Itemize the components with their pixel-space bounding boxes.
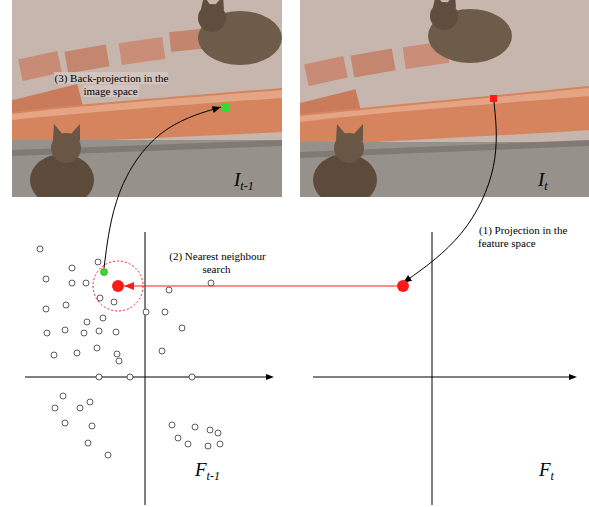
axis bbox=[145, 232, 146, 505]
feature-point bbox=[83, 280, 89, 286]
feature-point bbox=[85, 440, 91, 446]
symbol-letter: I bbox=[538, 169, 544, 190]
feature-point bbox=[162, 309, 168, 315]
feature-point bbox=[192, 424, 198, 430]
feature-point bbox=[69, 265, 75, 271]
feature-point bbox=[96, 374, 102, 380]
connector-arrow bbox=[403, 102, 496, 283]
green-point bbox=[222, 103, 230, 111]
feature-point bbox=[116, 358, 122, 364]
feature-point bbox=[60, 393, 66, 399]
subscript: t-1 bbox=[240, 179, 253, 193]
feature-point bbox=[37, 246, 43, 252]
feature-point bbox=[207, 427, 213, 433]
subscript: t-1 bbox=[207, 469, 220, 483]
subscript: t bbox=[544, 179, 547, 193]
feature-points bbox=[37, 246, 223, 458]
step-label-text: (1) Projection in the feature space bbox=[478, 224, 567, 249]
feature-point bbox=[43, 306, 49, 312]
feature-point bbox=[94, 345, 100, 351]
step-label-text: (2) Nearest neighbour search bbox=[168, 250, 266, 275]
feature-point bbox=[143, 309, 149, 315]
feature-point bbox=[217, 441, 223, 447]
feature-point bbox=[105, 452, 111, 458]
feature-point bbox=[96, 328, 102, 334]
image-panel: It bbox=[300, 0, 589, 197]
axis-arrowhead bbox=[569, 374, 577, 380]
panel-label: It bbox=[538, 170, 548, 192]
query-match-point bbox=[112, 280, 124, 292]
feature-point bbox=[215, 430, 221, 436]
step-label: (2) Nearest neighbour search bbox=[160, 250, 274, 276]
feature-point bbox=[185, 441, 191, 447]
feature-point bbox=[87, 399, 93, 405]
feature-point bbox=[179, 325, 185, 331]
connector-arrow bbox=[124, 286, 397, 287]
axis-arrowhead bbox=[266, 374, 274, 380]
feature-point bbox=[166, 287, 172, 293]
feature-point bbox=[100, 315, 106, 321]
panel-label: It-1 bbox=[234, 170, 254, 192]
axes bbox=[25, 232, 571, 505]
feature-point bbox=[69, 280, 75, 286]
panel-label: Ft-1 bbox=[195, 460, 220, 482]
feature-point bbox=[111, 299, 117, 305]
feature-space-panel: Ft-1 bbox=[25, 232, 275, 507]
axis bbox=[313, 377, 571, 378]
feature-point bbox=[175, 435, 181, 441]
feature-point bbox=[52, 405, 58, 411]
feature-point bbox=[44, 330, 50, 336]
feature-point bbox=[62, 420, 68, 426]
axis bbox=[25, 377, 268, 378]
symbol-letter: F bbox=[539, 459, 551, 480]
feature-point bbox=[95, 259, 101, 265]
feature-point bbox=[43, 276, 49, 282]
feature-point bbox=[97, 295, 103, 301]
feature-point bbox=[205, 443, 211, 449]
step-label: (1) Projection in the feature space bbox=[478, 224, 570, 250]
panel-label: Ft bbox=[539, 460, 554, 482]
feature-point bbox=[113, 329, 119, 335]
feature-point bbox=[81, 330, 87, 336]
feature-point bbox=[62, 327, 68, 333]
feature-point bbox=[189, 374, 195, 380]
symbol-letter: F bbox=[195, 459, 207, 480]
feature-point bbox=[51, 352, 57, 358]
feature-point bbox=[208, 280, 214, 286]
photo-previous-frame bbox=[12, 0, 282, 197]
query-point bbox=[397, 280, 409, 292]
feature-point bbox=[84, 319, 90, 325]
feature-point bbox=[169, 422, 175, 428]
feature-point bbox=[159, 348, 165, 354]
feature-point bbox=[89, 423, 95, 429]
symbol-letter: I bbox=[234, 169, 240, 190]
step-label: (3) Back-projection in the image space bbox=[50, 72, 172, 98]
feature-point bbox=[127, 374, 133, 380]
feature-point bbox=[74, 350, 80, 356]
connector-arrow bbox=[104, 107, 221, 268]
nearest-neighbour-point bbox=[101, 269, 108, 276]
axis bbox=[432, 232, 433, 505]
image-panel: It-1 bbox=[12, 0, 282, 197]
feature-point bbox=[63, 302, 69, 308]
subscript: t bbox=[551, 469, 554, 483]
photo-current-frame bbox=[300, 0, 589, 197]
feature-point bbox=[77, 405, 83, 411]
feature-point bbox=[114, 351, 120, 357]
feature-space-panel: Ft bbox=[313, 232, 578, 507]
red-point bbox=[490, 95, 497, 102]
step-label-text: (3) Back-projection in the image space bbox=[54, 72, 169, 97]
